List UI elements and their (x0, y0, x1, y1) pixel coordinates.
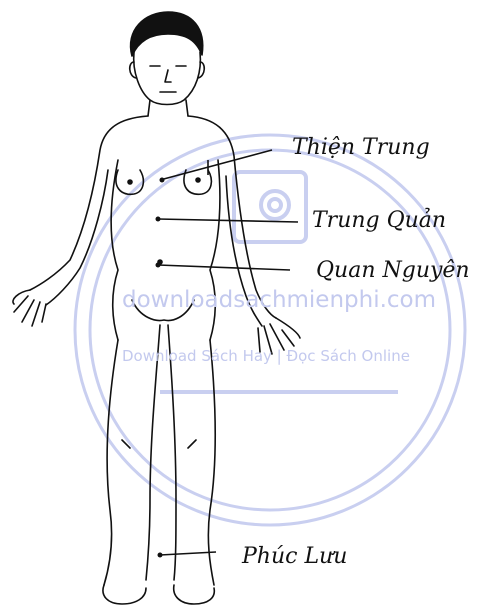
left-foot (103, 585, 146, 604)
left-arm (30, 116, 148, 290)
left-nipple (128, 180, 132, 184)
left-hand (13, 290, 46, 326)
nose (165, 70, 171, 82)
point-quan-nguyen (156, 263, 161, 268)
right-nipple (196, 178, 200, 182)
label-thien-trung: Thiện Trung (292, 135, 430, 160)
left-leg-outer (104, 340, 118, 585)
face (134, 52, 201, 105)
watermark-icon (234, 172, 306, 242)
right-leg-outer (208, 340, 215, 585)
watermark-tagline: Download Sách Hay | Đọc Sách Online (122, 347, 410, 365)
label-phuc-luu: Phúc Lưu (242, 544, 347, 569)
label-quan-nguyen: Quan Nguyên (316, 258, 470, 283)
watermark-domain: downloadsachmienphi.com (122, 287, 436, 313)
hair (131, 12, 203, 56)
point-trung-quan (156, 217, 161, 222)
torso-right (210, 160, 220, 340)
point-thien-trung (160, 178, 165, 183)
right-foot (174, 585, 215, 604)
leader-phuc-luu (160, 552, 216, 555)
leader-thien-trung (160, 150, 272, 180)
label-trung-quan: Trung Quản (312, 208, 446, 233)
point-phuc-luu (158, 553, 163, 558)
leader-quan-nguyen (158, 265, 290, 270)
